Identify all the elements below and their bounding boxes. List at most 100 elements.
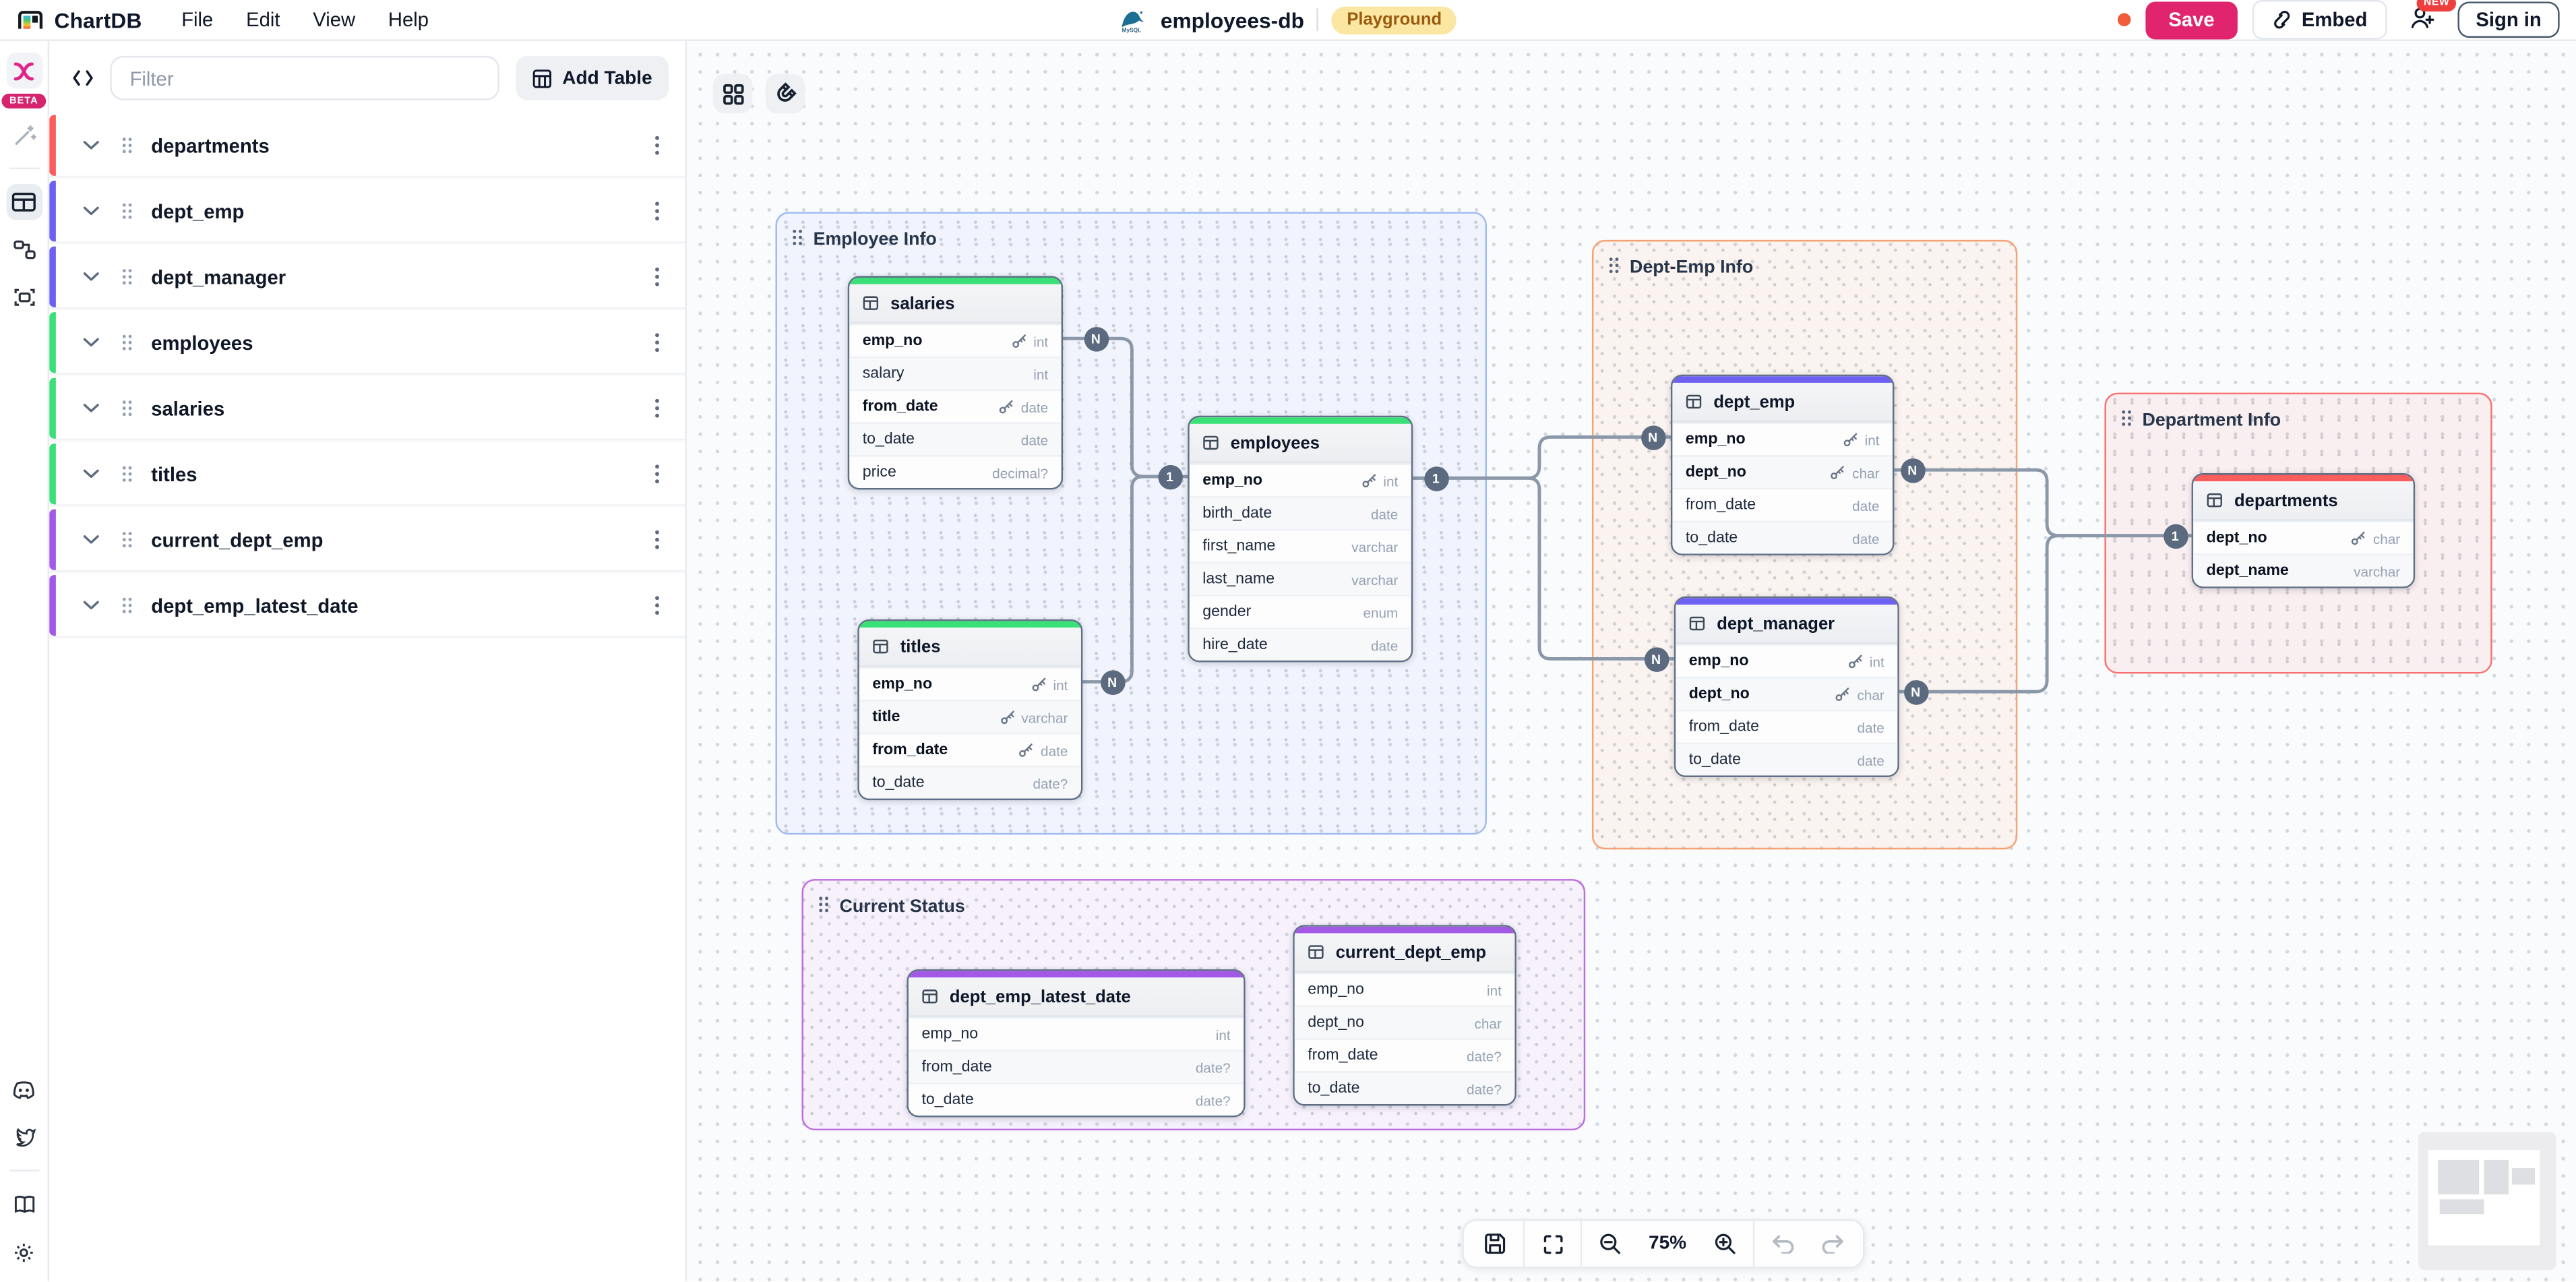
docs-icon[interactable] <box>6 1186 42 1223</box>
table-field-row[interactable]: to_date date <box>1676 742 1898 776</box>
undo-icon[interactable] <box>1758 1223 1807 1265</box>
table-field-row[interactable]: from_date date <box>859 733 1081 766</box>
grip-icon[interactable] <box>121 202 133 220</box>
grid-view-icon[interactable] <box>712 73 753 114</box>
drag-handle-icon[interactable] <box>121 530 133 549</box>
table-header[interactable]: departments <box>2193 481 2414 521</box>
table-field-row[interactable]: emp_no int <box>1189 463 1411 496</box>
table-field-row[interactable]: to_date date? <box>859 765 1081 799</box>
table-dept_manager[interactable]: dept_manager emp_no int dept_no char fro… <box>1674 596 1899 777</box>
grip-icon[interactable] <box>121 136 133 154</box>
table-menu-icon[interactable] <box>649 262 665 293</box>
drag-handle-icon[interactable] <box>121 136 133 154</box>
table-field-row[interactable]: title varchar <box>859 700 1081 733</box>
chartdb-ai-icon[interactable] <box>5 53 42 89</box>
table-menu-icon[interactable] <box>649 327 665 358</box>
table-field-row[interactable]: salary int <box>849 356 1062 390</box>
discord-icon[interactable] <box>6 1071 42 1107</box>
sidebar-table-row[interactable]: dept_emp_latest_date <box>49 575 685 638</box>
grip-icon[interactable] <box>121 399 133 417</box>
table-field-row[interactable]: from_date date? <box>908 1049 1244 1083</box>
grip-icon[interactable] <box>818 892 830 922</box>
grip-icon[interactable] <box>818 895 830 913</box>
save-button[interactable]: Save <box>2145 1 2238 39</box>
table-menu-icon[interactable] <box>649 130 665 161</box>
tables-view-icon[interactable] <box>5 184 42 220</box>
table-field-row[interactable]: emp_no int <box>1672 422 1893 455</box>
table-menu-icon[interactable] <box>649 590 665 621</box>
table-field-row[interactable]: to_date date <box>849 422 1062 456</box>
invite-user-button[interactable]: NEW <box>2402 0 2457 37</box>
grip-icon[interactable] <box>121 334 133 352</box>
table-menu-icon[interactable] <box>649 458 665 489</box>
code-view-icon[interactable] <box>72 69 94 87</box>
table-header[interactable]: dept_manager <box>1676 605 1898 644</box>
add-table-button[interactable]: Add Table <box>516 55 669 100</box>
menu-file[interactable]: File <box>181 8 214 32</box>
table-field-row[interactable]: dept_no char <box>1294 1005 1515 1039</box>
sidebar-table-row[interactable]: dept_emp <box>49 181 685 243</box>
grip-icon[interactable] <box>2121 406 2133 435</box>
grip-icon[interactable] <box>121 465 133 483</box>
fullscreen-icon[interactable] <box>1528 1223 1577 1265</box>
embed-button[interactable]: Embed <box>2252 0 2387 40</box>
chevron-down-icon[interactable] <box>82 271 100 282</box>
diagram-name[interactable]: employees-db <box>1160 7 1304 32</box>
minimap[interactable] <box>2418 1132 2556 1271</box>
table-titles[interactable]: titles emp_no int title varchar from_dat… <box>857 619 1083 801</box>
dependencies-view-icon[interactable] <box>6 279 42 315</box>
grip-icon[interactable] <box>792 228 803 247</box>
table-field-row[interactable]: emp_no int <box>859 667 1081 700</box>
table-header[interactable]: current_dept_emp <box>1294 933 1515 973</box>
group-header[interactable]: Dept-Emp Info <box>1593 241 2015 282</box>
twitter-icon[interactable] <box>6 1119 42 1155</box>
table-field-row[interactable]: first_name varchar <box>1189 528 1411 562</box>
table-field-row[interactable]: gender enum <box>1189 594 1411 628</box>
group-header[interactable]: Current Status <box>803 881 1584 922</box>
sidebar-table-row[interactable]: titles <box>49 444 685 506</box>
save-icon[interactable] <box>1471 1223 1520 1265</box>
zoom-in-icon[interactable] <box>1700 1223 1750 1265</box>
grip-icon[interactable] <box>1608 256 1620 274</box>
chevron-down-icon[interactable] <box>82 206 100 217</box>
table-menu-icon[interactable] <box>649 524 665 555</box>
table-field-row[interactable]: birth_date date <box>1189 496 1411 529</box>
drag-handle-icon[interactable] <box>121 268 133 286</box>
zoom-level[interactable]: 75% <box>1648 1233 1687 1254</box>
table-salaries[interactable]: salaries emp_no int salary int from_date… <box>847 276 1064 490</box>
table-field-row[interactable]: emp_no int <box>908 1016 1244 1050</box>
sidebar-table-row[interactable]: current_dept_emp <box>49 509 685 572</box>
table-dept_emp_latest_date[interactable]: dept_emp_latest_date emp_no int from_dat… <box>907 969 1246 1118</box>
table-field-row[interactable]: to_date date <box>1672 520 1893 554</box>
table-field-row[interactable]: to_date date? <box>908 1082 1244 1116</box>
sign-in-button[interactable]: Sign in <box>2457 1 2560 38</box>
table-menu-icon[interactable] <box>649 393 665 424</box>
table-header[interactable]: salaries <box>849 284 1062 324</box>
chevron-down-icon[interactable] <box>82 402 100 414</box>
table-field-row[interactable]: dept_no char <box>1672 455 1893 488</box>
sidebar-table-row[interactable]: departments <box>49 115 685 178</box>
table-field-row[interactable]: from_date date <box>849 389 1062 423</box>
settings-icon[interactable] <box>6 1234 42 1271</box>
table-field-row[interactable]: dept_name varchar <box>2193 553 2414 587</box>
drag-handle-icon[interactable] <box>121 465 133 483</box>
sidebar-table-row[interactable]: dept_manager <box>49 246 685 309</box>
chevron-down-icon[interactable] <box>82 600 100 611</box>
table-field-row[interactable]: from_date date <box>1676 710 1898 743</box>
magic-wand-icon[interactable] <box>6 117 42 153</box>
group-header[interactable]: Employee Info <box>777 214 1485 255</box>
grip-icon[interactable] <box>121 597 133 615</box>
chevron-down-icon[interactable] <box>82 468 100 480</box>
table-header[interactable]: dept_emp <box>1672 382 1893 423</box>
grip-icon[interactable] <box>121 268 133 286</box>
table-departments[interactable]: departments dept_no char dept_name varch… <box>2191 473 2416 588</box>
group-header[interactable]: Department Info <box>2106 394 2490 435</box>
grip-icon[interactable] <box>1608 253 1620 282</box>
grip-icon[interactable] <box>2121 409 2133 427</box>
table-header[interactable]: dept_emp_latest_date <box>908 977 1244 1017</box>
menu-view[interactable]: View <box>313 8 356 32</box>
filter-input[interactable] <box>110 55 500 100</box>
table-field-row[interactable]: emp_no int <box>849 324 1062 357</box>
grip-icon[interactable] <box>792 225 803 255</box>
drag-handle-icon[interactable] <box>121 399 133 417</box>
